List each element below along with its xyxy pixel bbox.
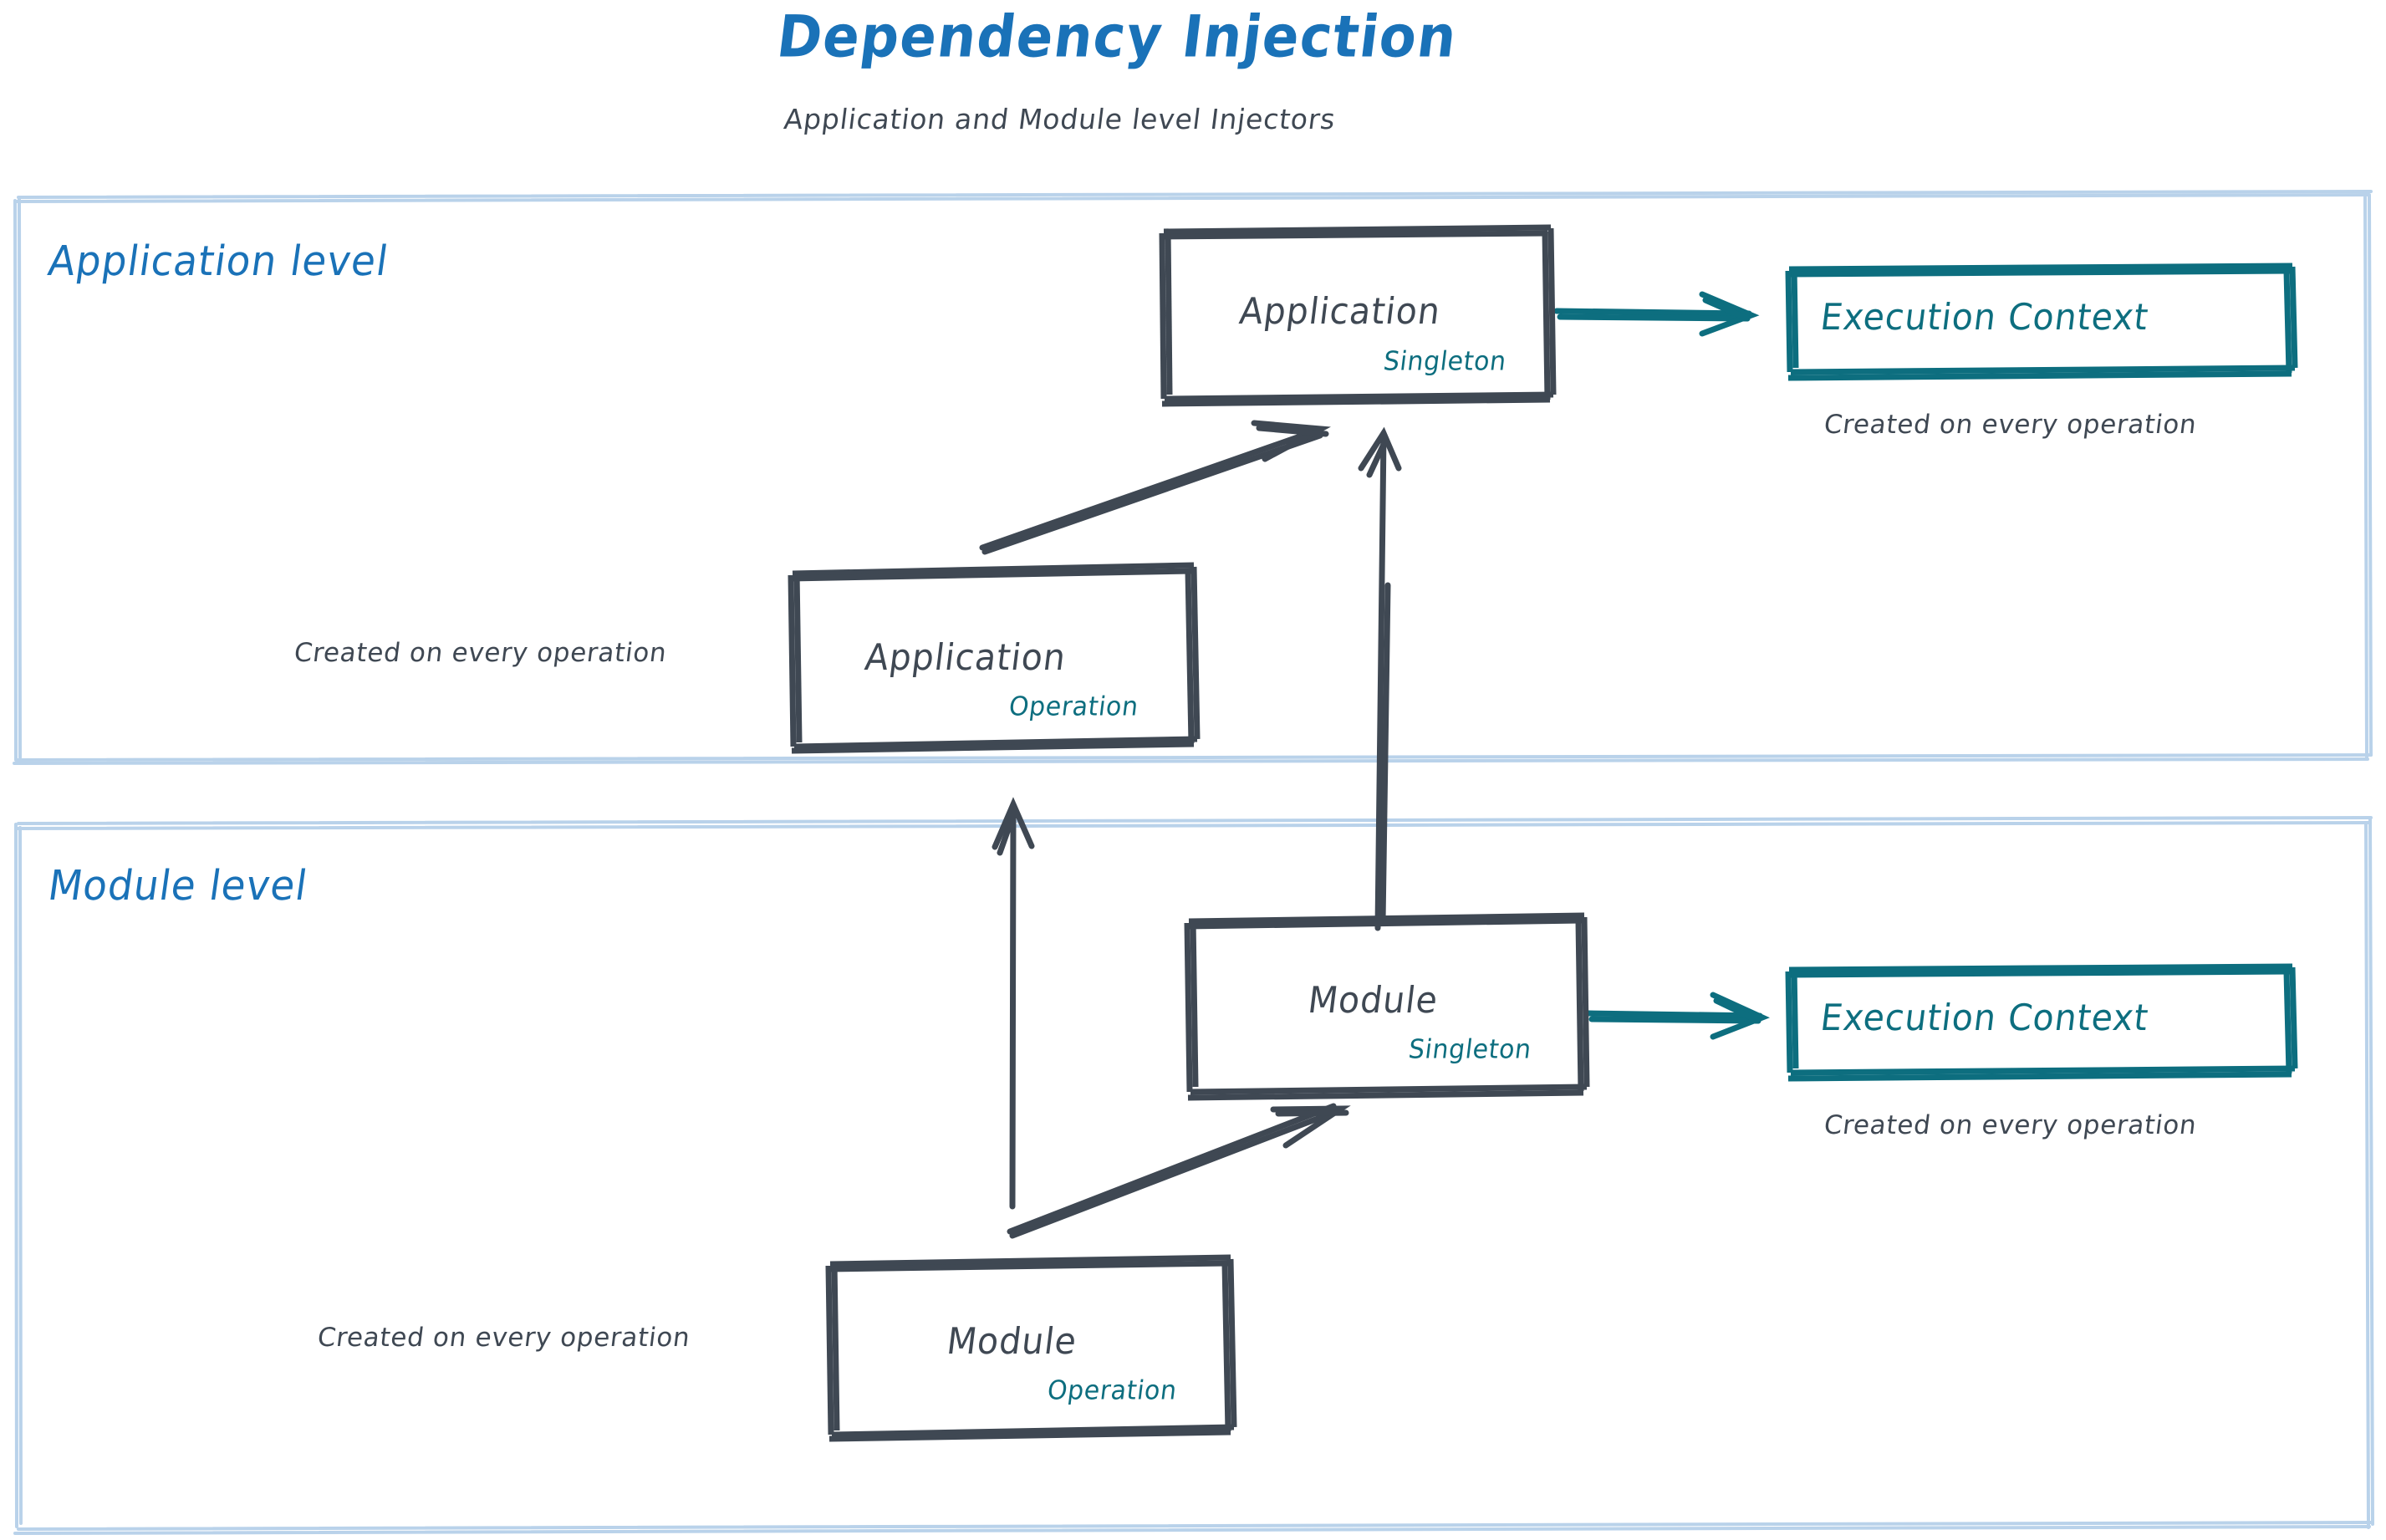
panel-application-level [13,190,2373,765]
node-scope-application-singleton: Singleton [1381,346,1509,377]
panel-label-module-level: Module level [44,861,311,910]
node-box-module-singleton[interactable] [1184,912,1590,1101]
arrow-app-singleton-to-execution-context [1553,291,1760,337]
node-label-module-singleton: Module [1305,978,1441,1022]
node-scope-module-operation: Operation [1045,1375,1179,1406]
page-title: Dependency Injection [773,4,1461,71]
node-scope-application-operation: Operation [1007,691,1140,722]
node-label-module-operation: Module [944,1319,1080,1363]
arrow-module-operation-up [992,797,1035,1210]
node-label-execution-context-app: Execution Context [1818,295,2151,339]
node-box-module-operation[interactable] [825,1254,1237,1442]
note-execution-context-app: Created on every operation [1822,410,2199,440]
panel-module-level [13,816,2374,1535]
node-box-application-operation[interactable] [788,562,1201,754]
node-box-execution-context-app[interactable] [1785,263,2298,381]
note-application-operation: Created on every operation [292,638,669,668]
arrow-app-operation-to-app-singleton [979,420,1331,555]
node-box-execution-context-mod[interactable] [1785,963,2298,1082]
page-subtitle: Application and Module level Injectors [782,103,1338,135]
note-module-operation: Created on every operation [315,1323,692,1353]
arrow-module-singleton-to-app-singleton [1358,426,1402,931]
node-label-execution-context-mod: Execution Context [1818,996,2151,1039]
node-scope-module-singleton: Singleton [1406,1034,1534,1065]
node-label-application-operation: Application [862,635,1069,679]
arrow-module-operation-to-module-singleton [1007,1103,1351,1239]
panel-label-application-level: Application level [44,237,392,286]
arrow-module-singleton-to-execution-context [1585,992,1770,1040]
note-execution-context-mod: Created on every operation [1822,1110,2199,1140]
node-box-application-singleton[interactable] [1159,224,1557,407]
node-label-application-singleton: Application [1236,289,1444,333]
